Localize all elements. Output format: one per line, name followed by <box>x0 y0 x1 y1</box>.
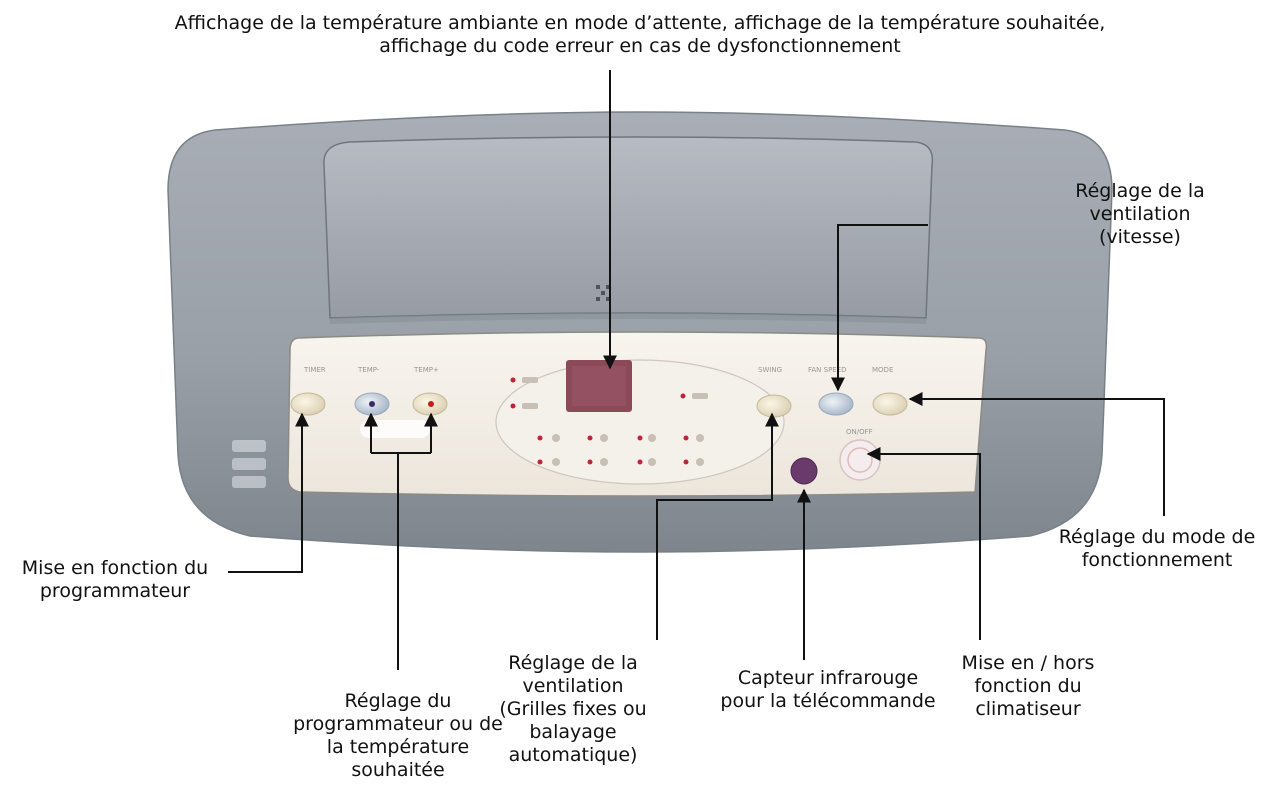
indicator-icons <box>522 377 708 466</box>
arrow-swing <box>656 412 779 640</box>
annotation-power: Mise en / hors fonction du climatiseur <box>961 652 1095 720</box>
annotation-timer: Mise en fonction du programmateur <box>21 557 209 602</box>
annotation-display: Affichage de la température ambiante en … <box>174 12 1106 57</box>
mode-button[interactable] <box>872 392 908 416</box>
indicator-leds <box>510 377 689 465</box>
housing-reflection <box>232 440 266 488</box>
fan-speed-button[interactable] <box>818 392 854 416</box>
leader-lines <box>228 70 1165 670</box>
lid-vent-icon <box>596 285 610 301</box>
annotation-mode: Réglage du mode de fonctionnement <box>1058 526 1256 571</box>
fan-speed-button-label: FAN SPEED <box>808 366 847 374</box>
temp-up-led <box>428 401 434 407</box>
timer-button-label: TIMER <box>303 366 326 374</box>
on-off-button[interactable] <box>839 439 881 481</box>
timer-button[interactable] <box>290 392 326 416</box>
arrow-fan-speed <box>831 224 928 392</box>
arrow-mode <box>908 392 1165 516</box>
annotation-timer-temp: Réglage du programmateur ou de la tempér… <box>293 690 503 781</box>
indicator-oval <box>495 359 785 485</box>
swing-button-label: SWING <box>758 366 782 374</box>
top-lid <box>323 136 934 319</box>
temp-up-button-label: TEMP+ <box>413 366 439 374</box>
arrow-power <box>866 447 981 640</box>
on-off-button-label: ON/OFF <box>846 428 873 436</box>
annotation-swing: Réglage de la ventilation (Grilles fixes… <box>499 652 647 766</box>
annotation-ir-sensor: Capteur infrarouge pour la télécommande <box>720 667 936 712</box>
arrow-timer <box>228 412 309 573</box>
annotation-fan-speed: Réglage de la ventilation (vitesse) <box>1075 180 1205 248</box>
ir-sensor <box>790 457 818 485</box>
swing-button[interactable] <box>756 394 792 418</box>
temp-down-led <box>369 401 375 407</box>
temp-down-button-label: TEMP- <box>357 366 380 374</box>
mode-button-label: MODE <box>872 366 893 374</box>
